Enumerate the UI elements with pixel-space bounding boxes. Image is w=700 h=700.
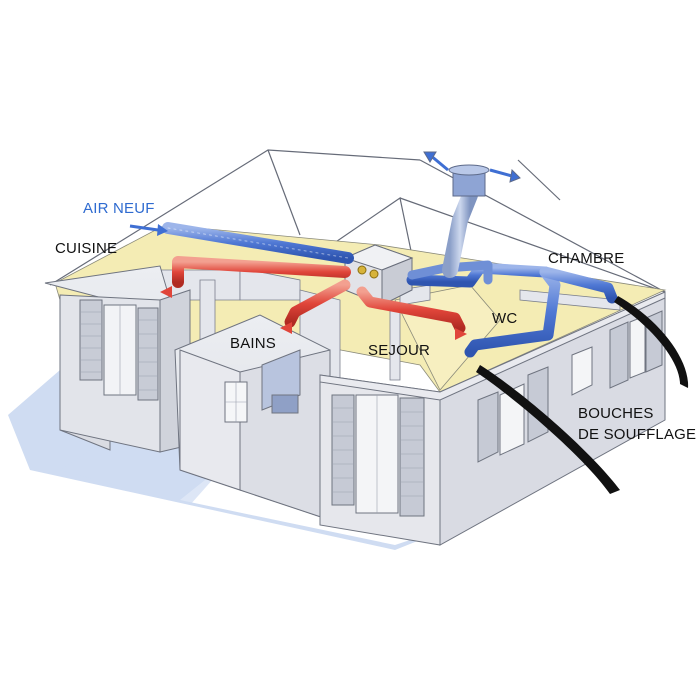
callout-pointers xyxy=(476,296,689,494)
airflow-arrows xyxy=(160,286,467,340)
fresh-air-duct xyxy=(162,222,354,264)
label-wc: WC xyxy=(492,310,518,327)
label-chambre: CHAMBRE xyxy=(548,250,625,267)
supply-ducts xyxy=(406,260,618,358)
left-wing xyxy=(44,265,191,453)
center-wing xyxy=(174,314,331,521)
fresh-air-inlet-arrow xyxy=(129,224,168,236)
main-block xyxy=(319,291,666,546)
warm-air-ducts xyxy=(172,256,466,334)
roof-extractor-icon xyxy=(423,151,521,278)
label-bouches-line2: DE SOUFFLAGE xyxy=(578,426,697,443)
label-sejour: SEJOUR xyxy=(368,342,431,359)
label-air-neuf: AIR NEUF xyxy=(83,200,155,217)
label-bouches-de-soufflage: BOUCHES DE SOUFFLAGE xyxy=(578,403,700,445)
label-bains: BAINS xyxy=(230,335,277,352)
label-cuisine: CUISINE xyxy=(55,240,118,257)
label-bouches-line1: BOUCHES xyxy=(578,405,654,422)
